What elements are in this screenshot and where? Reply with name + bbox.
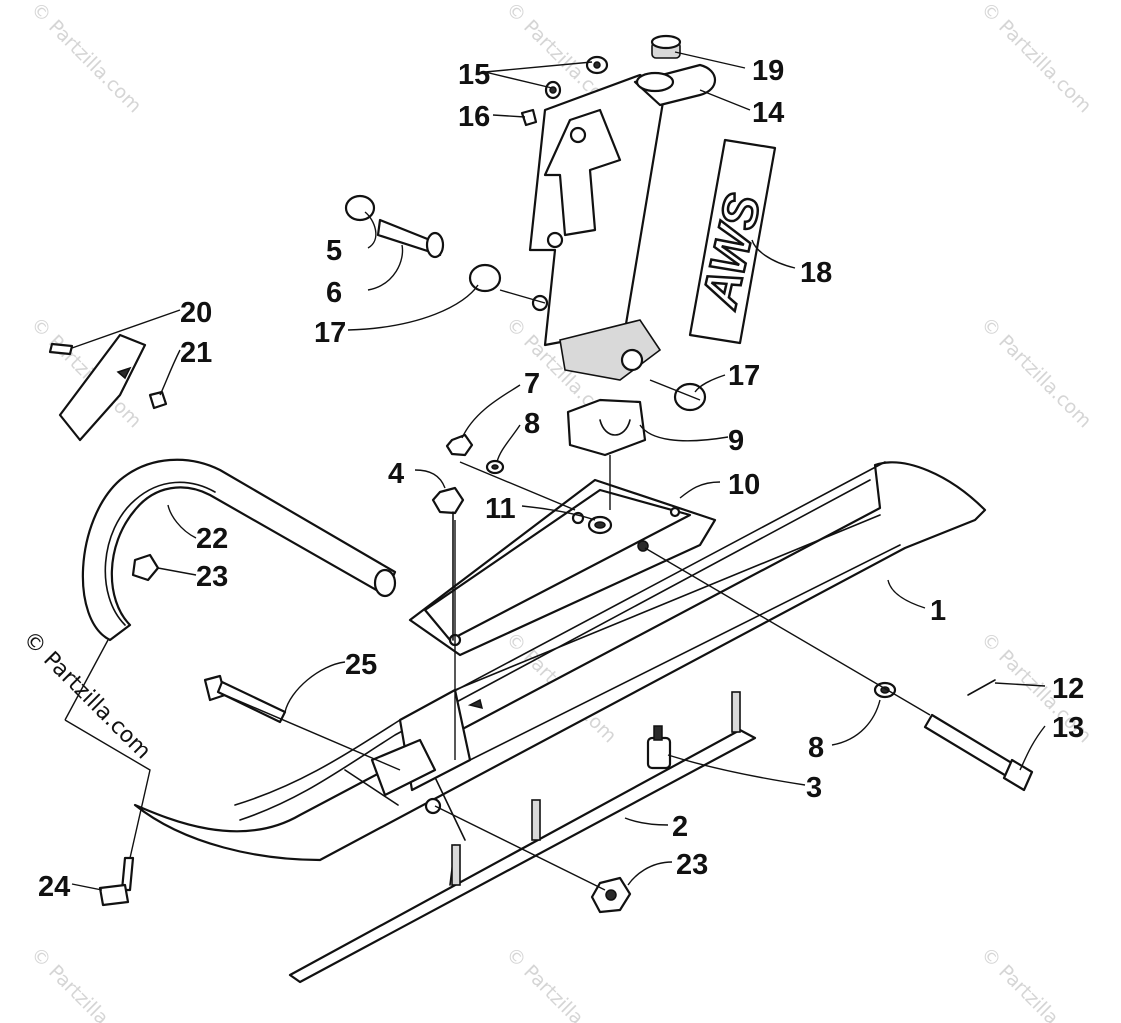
watermark-dark: © Partzilla.com — [18, 627, 156, 765]
callout-10: 10 — [728, 469, 760, 501]
callout-13: 13 — [1052, 712, 1084, 744]
nut-23-upper — [131, 553, 160, 582]
set-screw-16 — [520, 108, 538, 127]
callout-7: 7 — [524, 368, 540, 400]
callout-24: 24 — [38, 871, 70, 903]
callout-14: 14 — [752, 97, 784, 129]
bolt-25 — [203, 674, 287, 724]
sleeve-6 — [376, 218, 445, 259]
washer-8-upper — [485, 459, 505, 475]
watermark: © Partzilla.com — [501, 943, 620, 1023]
ski-body — [133, 461, 987, 862]
spindle-block — [566, 398, 647, 457]
watermark: © Partzilla.com — [26, 0, 145, 117]
callout-23: 23 — [196, 561, 228, 593]
callout-19: 19 — [752, 55, 784, 87]
callout-17: 17 — [728, 360, 760, 392]
callout-8: 8 — [524, 408, 540, 440]
watermark: © Partzilla.com — [976, 313, 1095, 432]
callout-15: 15 — [458, 59, 490, 91]
callout-16: 16 — [458, 101, 490, 133]
bushing-17a — [468, 263, 502, 293]
callout-20: 20 — [180, 297, 212, 329]
washer-11 — [587, 515, 613, 535]
callouts: 1 2 3 4 5 6 7 8 8 9 10 11 12 13 14 15 16… — [38, 55, 1084, 903]
callout-11: 11 — [485, 493, 516, 525]
callout-17: 17 — [314, 317, 346, 349]
bushing-17b — [673, 382, 707, 412]
callout-6: 6 — [326, 277, 342, 309]
leaders — [64, 51, 1046, 891]
callout-8: 8 — [808, 732, 824, 764]
watermark: © Partzilla.com — [976, 0, 1095, 117]
cotter-pin-12 — [967, 679, 996, 696]
nut-23-lower — [590, 876, 632, 914]
callout-18: 18 — [800, 257, 832, 289]
washer-15a — [585, 55, 609, 75]
watermark: © Partzilla.com — [976, 943, 1095, 1023]
bolt-13 — [923, 713, 1034, 792]
callout-22: 22 — [196, 523, 228, 555]
callout-23: 23 — [676, 849, 708, 881]
nut-7 — [445, 433, 474, 457]
bolt-24 — [98, 856, 135, 907]
washer-15b — [544, 80, 562, 100]
callout-2: 2 — [672, 811, 688, 843]
aws-decal: AWS — [688, 138, 777, 345]
saddle — [408, 478, 717, 657]
watermark: © Partzilla.com — [26, 943, 145, 1023]
callout-3: 3 — [806, 772, 822, 804]
spindle — [528, 63, 717, 381]
cap-19 — [650, 34, 682, 59]
callout-1: 1 — [930, 595, 946, 627]
callout-9: 9 — [728, 425, 744, 457]
callout-4: 4 — [388, 458, 404, 490]
callout-5: 5 — [326, 235, 342, 267]
spring-bumper — [646, 725, 672, 770]
callout-21: 21 — [180, 337, 212, 369]
ski-loop — [81, 458, 397, 642]
callout-12: 12 — [1052, 673, 1084, 705]
nut-4 — [431, 486, 465, 641]
wear-bar — [288, 691, 757, 984]
callout-25: 25 — [345, 649, 377, 681]
bracket — [48, 333, 168, 442]
